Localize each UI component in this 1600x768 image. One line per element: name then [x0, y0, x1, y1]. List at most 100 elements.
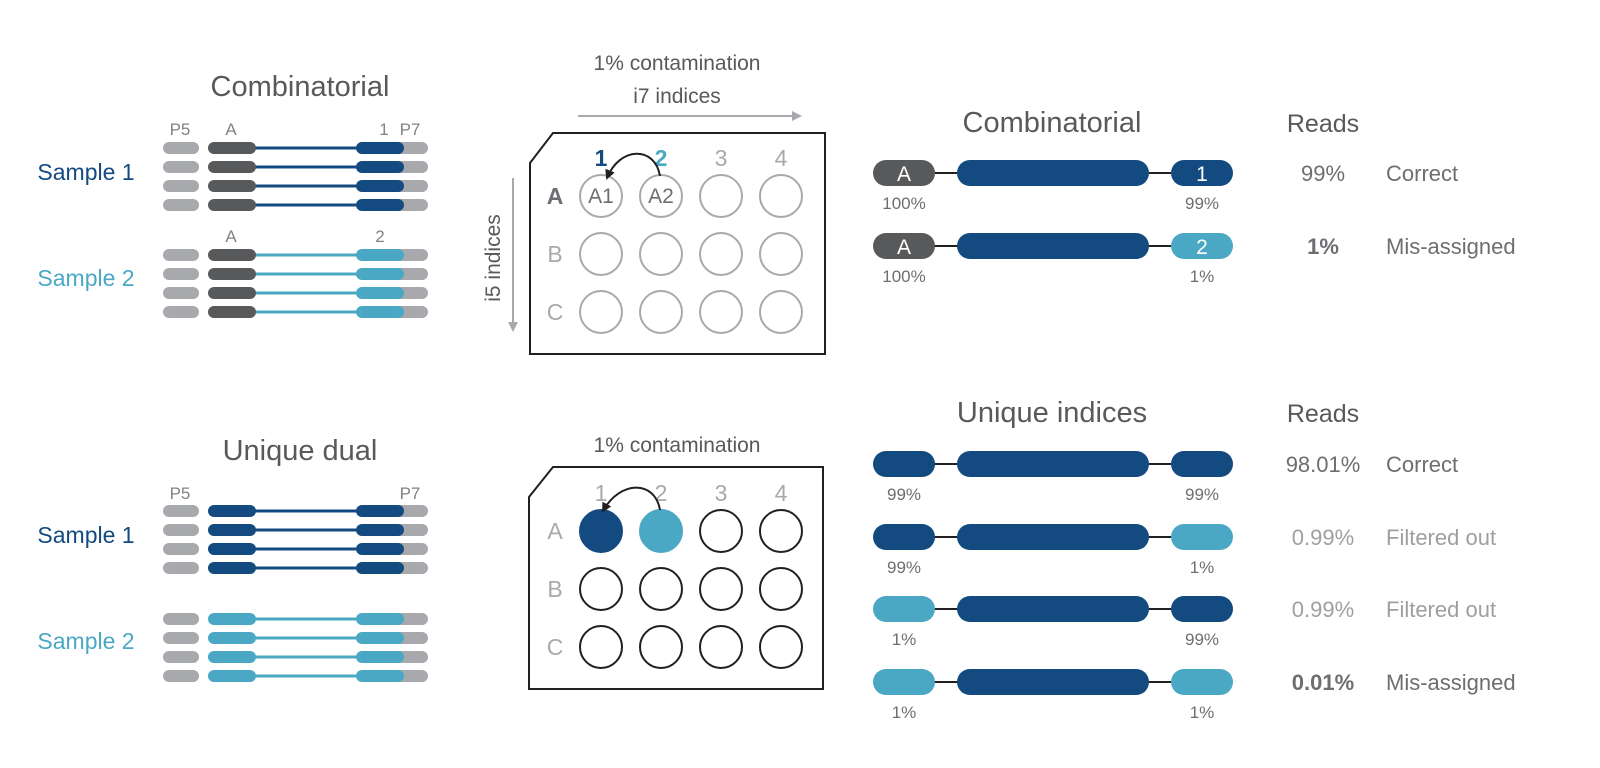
- library-fragment: [163, 670, 428, 682]
- i5-percent: 100%: [882, 267, 925, 286]
- plate-well: [759, 174, 803, 218]
- sample2-fragments: [163, 613, 428, 682]
- i5-index-pill: [873, 669, 935, 695]
- plate-well: [759, 232, 803, 276]
- contamination-arrow: [605, 152, 661, 180]
- i5-percent: 99%: [887, 485, 921, 504]
- i7-index-block: [356, 180, 404, 192]
- read-percent: 99%: [1301, 161, 1345, 186]
- plate-well: [699, 509, 743, 553]
- library-fragment: [163, 524, 428, 536]
- i5-index-label-sample2: A: [225, 227, 237, 246]
- insert-bar: [957, 524, 1149, 550]
- plate-well: [699, 174, 743, 218]
- read-row: 99%1%0.99%Filtered out: [873, 524, 1496, 577]
- library-fragment: [163, 268, 428, 280]
- i5-index-block: [208, 199, 256, 211]
- i7-index-block: [356, 562, 404, 574]
- insert-bar: [957, 451, 1149, 477]
- read-percent: 0.99%: [1292, 597, 1354, 622]
- insert-bar: [957, 160, 1149, 186]
- plate-well: [639, 232, 683, 276]
- p5-label: P5: [170, 484, 191, 503]
- read-status: Filtered out: [1386, 597, 1496, 622]
- i7-index-block: [356, 524, 404, 536]
- read-row: 1%1%0.01%Mis-assigned: [873, 669, 1516, 722]
- p5-adapter: [163, 287, 199, 299]
- combinatorial-library-panel: Combinatorial P5 A 1 P7 Sample 1 A 2 Sam…: [37, 71, 428, 318]
- p5-adapter: [163, 505, 199, 517]
- sample1-label: Sample 1: [37, 522, 134, 548]
- i7-index-block: [356, 268, 404, 280]
- i5-axis-label: i5 indices: [482, 214, 505, 302]
- plate-column-label: 4: [775, 480, 788, 506]
- i7-index-block: [356, 199, 404, 211]
- plate-column-label: 4: [775, 145, 788, 171]
- p5-adapter: [163, 562, 199, 574]
- i5-index-block: [208, 287, 256, 299]
- library-fragment: [163, 142, 428, 154]
- i7-index-pill: [1171, 451, 1233, 477]
- plate-well: [579, 509, 623, 553]
- i7-index-block: [356, 161, 404, 173]
- sample2-label: Sample 2: [37, 628, 134, 654]
- plate-well: [579, 567, 623, 611]
- plate-well: [579, 290, 623, 334]
- well-label: A1: [588, 185, 614, 208]
- i5-index-pill: [873, 160, 935, 186]
- read-status: Correct: [1386, 161, 1458, 186]
- plate-well: [759, 625, 803, 669]
- combinatorial-title: Combinatorial: [211, 71, 390, 103]
- i7-index-pill: [1171, 596, 1233, 622]
- i5-index-label: A: [897, 163, 911, 186]
- library-fragment: [163, 306, 428, 318]
- i5-percent: 99%: [887, 558, 921, 577]
- combinatorial-plate-panel: 1% contamination i7 indices i5 indices 1…: [482, 52, 826, 355]
- read-status: Mis-assigned: [1386, 670, 1516, 695]
- i5-index-block: [208, 670, 256, 682]
- i7-index-block: [356, 249, 404, 261]
- sample1-fragments: [163, 505, 428, 574]
- i5-index-block: [208, 268, 256, 280]
- i7-index-block: [356, 306, 404, 318]
- i5-percent: 100%: [882, 194, 925, 213]
- read-status: Filtered out: [1386, 525, 1496, 550]
- reads-header: Reads: [1287, 110, 1359, 138]
- library-fragment: [163, 287, 428, 299]
- p7-label: P7: [400, 484, 421, 503]
- plate-well: [639, 174, 683, 218]
- p5-adapter: [163, 524, 199, 536]
- i5-index-block: [208, 524, 256, 536]
- plate-column-label: 2: [655, 480, 668, 506]
- plate-contamination-label: 1% contamination: [594, 434, 761, 457]
- i7-index-pill: [1171, 524, 1233, 550]
- plate-well: [639, 625, 683, 669]
- insert-bar: [957, 669, 1149, 695]
- i7-index-block: [356, 670, 404, 682]
- p5-adapter: [163, 670, 199, 682]
- i5-index-block: [208, 651, 256, 663]
- i5-index-block: [208, 180, 256, 192]
- library-fragment: [163, 543, 428, 555]
- p5-adapter: [163, 543, 199, 555]
- i5-index-pill: [873, 524, 935, 550]
- p5-adapter: [163, 249, 199, 261]
- plate-row-label: A: [547, 518, 563, 544]
- read-percent: 98.01%: [1286, 452, 1361, 477]
- i7-index-block: [356, 632, 404, 644]
- plate-well: [639, 290, 683, 334]
- plate-well: [759, 509, 803, 553]
- library-fragment: [163, 161, 428, 173]
- read-status: Mis-assigned: [1386, 234, 1516, 259]
- i5-index-block: [208, 613, 256, 625]
- library-fragment: [163, 249, 428, 261]
- plate-well: [699, 290, 743, 334]
- sample1-fragments: [163, 142, 428, 211]
- i7-percent: 1%: [1190, 267, 1215, 286]
- read-percent: 0.99%: [1292, 525, 1354, 550]
- i7-index-block: [356, 651, 404, 663]
